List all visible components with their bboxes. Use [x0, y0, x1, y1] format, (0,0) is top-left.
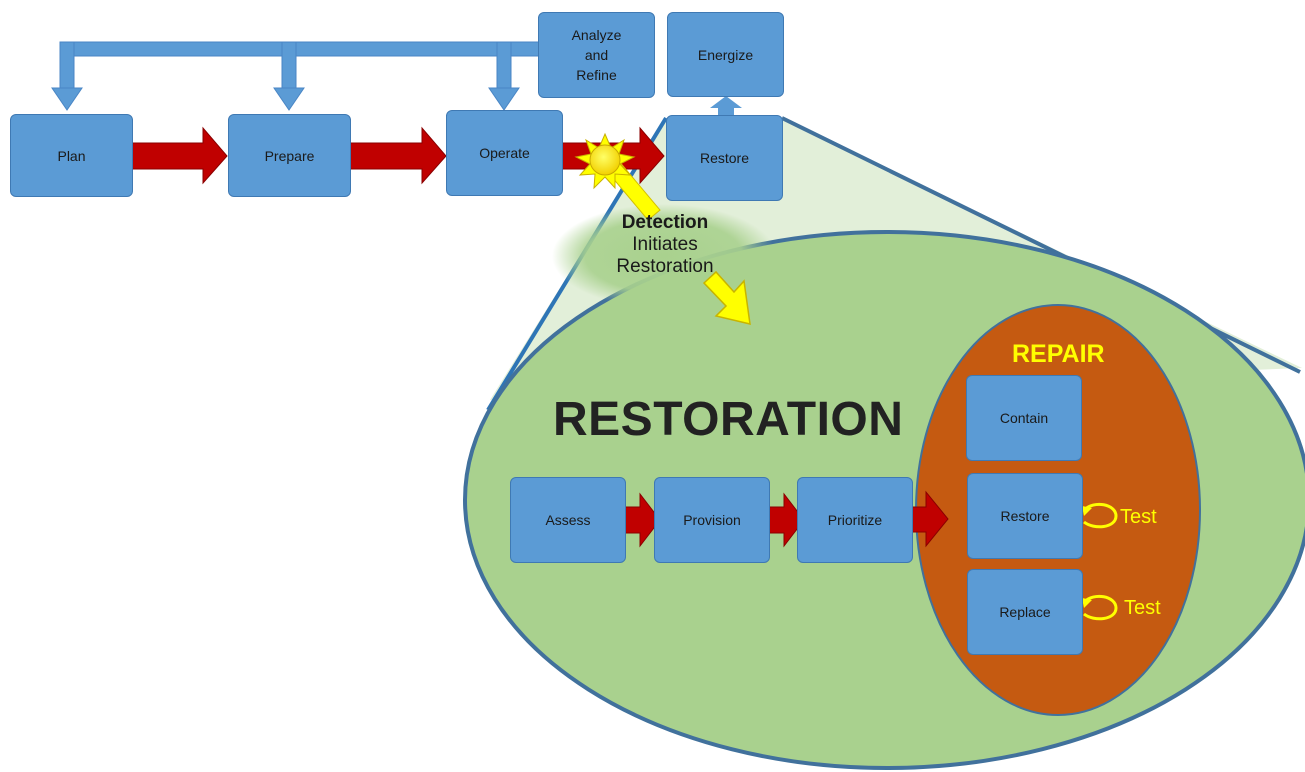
- restore-top-label: Restore: [699, 150, 750, 166]
- prioritize-box: Prioritize: [797, 477, 913, 563]
- prepare-label: Prepare: [264, 147, 315, 164]
- provision-box: Provision: [654, 477, 770, 563]
- restoration-title: RESTORATION: [553, 393, 904, 446]
- restoration-flow-arrows: [617, 490, 949, 548]
- analyze-refine-box: Analyze and Refine: [538, 12, 655, 98]
- assess-box: Assess: [510, 477, 626, 563]
- test-loop-icon: [1082, 502, 1118, 621]
- test-label-replace: Test: [1124, 597, 1161, 619]
- operate-box: Operate: [446, 110, 563, 196]
- detection-callout: Detection Initiates Restoration: [580, 212, 750, 278]
- detection-line2: Restoration: [616, 256, 714, 277]
- restore-box-repair: Restore: [967, 473, 1083, 559]
- sun-icon: [574, 132, 636, 190]
- replace-label: Replace: [999, 604, 1051, 620]
- energize-label: Energize: [697, 46, 754, 63]
- repair-title: REPAIR: [1012, 340, 1105, 368]
- feedback-loop: [51, 41, 555, 111]
- top-flow-arrows: [131, 126, 665, 185]
- up-arrow-energize: [710, 96, 742, 118]
- contain-label: Contain: [999, 410, 1049, 426]
- plan-label: Plan: [57, 147, 86, 164]
- provision-label: Provision: [683, 512, 741, 528]
- contain-box: Contain: [966, 375, 1082, 461]
- detection-line1: Initiates: [632, 234, 698, 255]
- energize-box: Energize: [667, 12, 784, 97]
- prioritize-label: Prioritize: [827, 512, 883, 528]
- plan-box: Plan: [10, 114, 133, 197]
- detection-bold-label: Detection: [621, 212, 709, 233]
- assess-label: Assess: [545, 512, 591, 528]
- prepare-box: Prepare: [228, 114, 351, 197]
- analyze-refine-label: Analyze and Refine: [571, 27, 622, 83]
- restore-repair-label: Restore: [1000, 508, 1050, 524]
- restore-box-top: Restore: [666, 115, 783, 201]
- operate-label: Operate: [479, 145, 530, 161]
- test-label-restore: Test: [1120, 506, 1157, 528]
- detection-beam-arrow: [702, 270, 751, 325]
- replace-box: Replace: [967, 569, 1083, 655]
